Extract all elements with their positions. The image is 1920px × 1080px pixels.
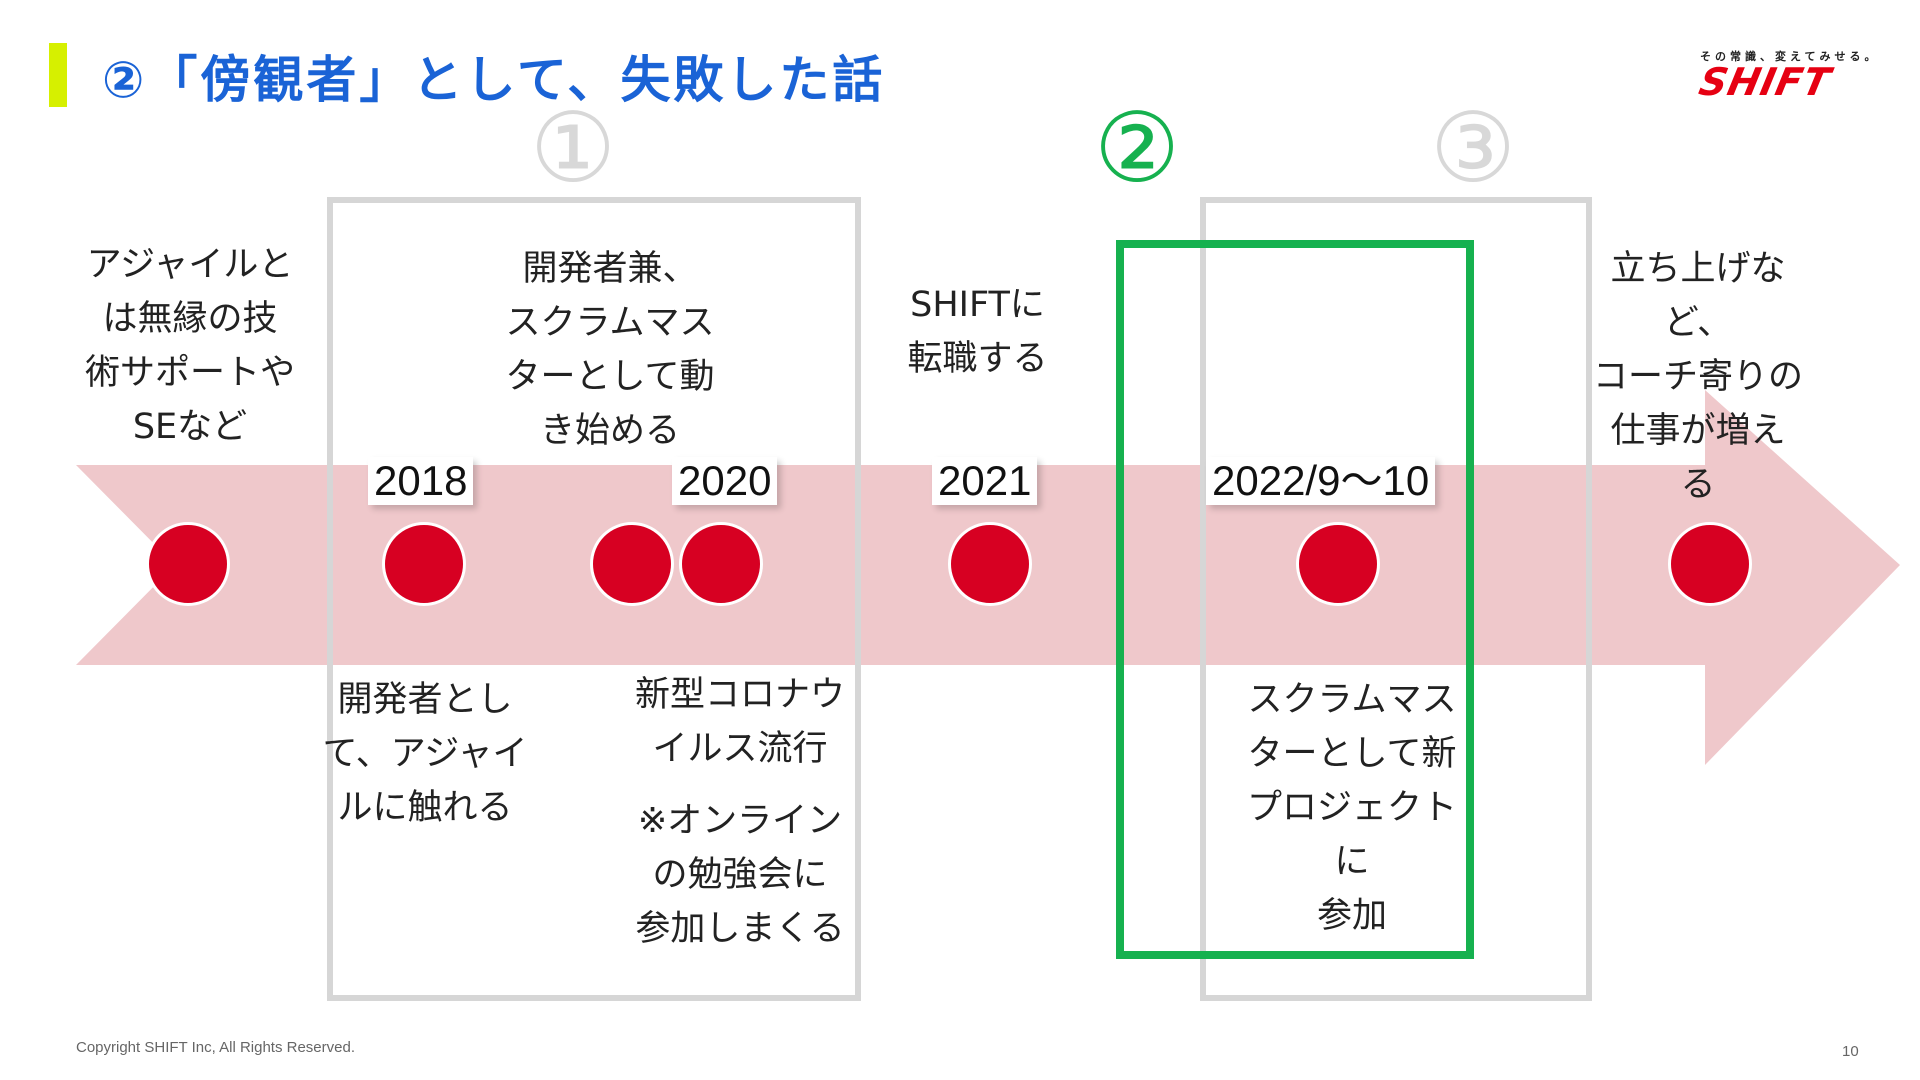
page-number: 10	[1842, 1043, 1859, 1060]
title-accent-bar	[49, 43, 67, 107]
note-corona: 新型コロナウ イルス流行	[634, 675, 845, 769]
note-new-project: スクラムマス ターとして新 プロジェクトに 参加	[1246, 680, 1457, 936]
slide-title: ②「傍観者」として、失敗した話	[102, 51, 886, 109]
phase-one-number: ①	[529, 92, 617, 204]
note-future: 立ち上げなど、 コーチ寄りの 仕事が増え る	[1592, 249, 1803, 505]
year-label-2022: 2022/9～10	[1206, 457, 1436, 505]
phase-two-number: ②	[1093, 92, 1181, 204]
timeline-dot-start	[146, 522, 230, 606]
copyright-footer: Copyright SHIFT Inc, All Rights Reserved…	[76, 1039, 355, 1056]
timeline-dot-2018	[382, 522, 466, 606]
timeline-dot-2020	[679, 522, 763, 606]
timeline-dot-2022	[1296, 522, 1380, 606]
year-label-2020: 2020	[672, 457, 778, 505]
timeline-dot-2021	[948, 522, 1032, 606]
phase-three-number: ③	[1429, 92, 1517, 204]
note-agile-touch: 開発者とし て、アジャイ ルに触れる	[322, 680, 528, 828]
note-online-study: ※オンライン の勉強会に 参加しまくる	[635, 801, 845, 949]
year-label-2018: 2018	[368, 457, 474, 505]
note-shift-join: SHIFTに 転職する	[907, 285, 1048, 379]
phase-one-frame	[327, 197, 861, 1001]
phase-two-frame	[1116, 240, 1474, 959]
logo-tagline: その常識、変えてみせる。	[1700, 50, 1880, 63]
phase-three-frame	[1200, 197, 1592, 1001]
timeline-dot-future	[1668, 522, 1752, 606]
year-label-2021: 2021	[932, 457, 1038, 505]
note-start: アジャイルと は無縁の技 術サポートや SEなど	[84, 245, 295, 447]
timeline-dot-2019	[590, 522, 674, 606]
note-dev-scrum: 開発者兼、 スクラムマス ターとして動 き始める	[505, 249, 715, 451]
